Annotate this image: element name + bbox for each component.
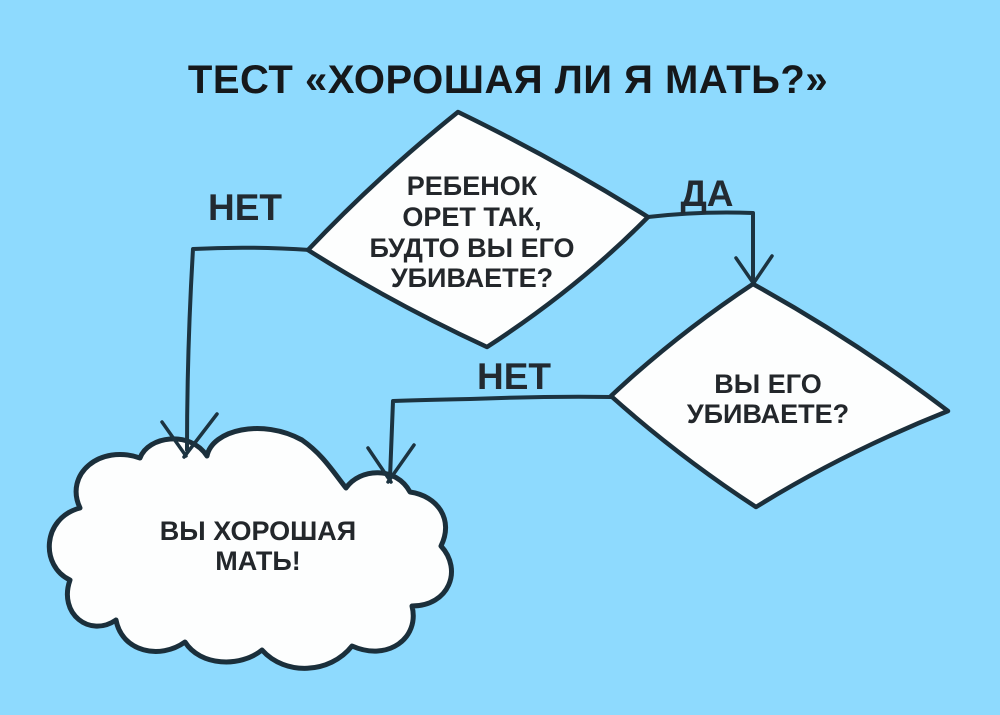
result-cloud <box>46 426 454 671</box>
question2-line2: УБИВАЕТЕ? <box>687 399 849 429</box>
label-yes: ДА <box>680 173 733 214</box>
label-no-middle: НЕТ <box>477 356 551 397</box>
result-cloud-text: ВЫ ХОРОШАЯ МАТЬ! <box>160 516 356 576</box>
arrow-no-left <box>160 245 312 459</box>
decision-node-1 <box>305 109 651 350</box>
result-line1: ВЫ ХОРОШАЯ <box>160 516 356 546</box>
decision-node-1-text: РЕБЕНОК ОРЕТ ТАК, БУДТО ВЫ ЕГО УБИВАЕТЕ? <box>369 171 574 293</box>
label-no-left: НЕТ <box>208 187 282 228</box>
question1-line1: РЕБЕНОК <box>407 171 538 201</box>
decision-node-2 <box>608 281 951 510</box>
result-line2: МАТЬ! <box>215 546 301 576</box>
question1-line2: ОРЕТ ТАК, <box>402 202 541 232</box>
question1-line4: УБИВАЕТЕ? <box>391 263 553 293</box>
arrow-no-middle <box>366 394 613 484</box>
question2-line1: ВЫ ЕГО <box>714 369 821 399</box>
page-title: ТЕСТ «ХОРОШАЯ ЛИ Я МАТЬ?» <box>188 58 828 102</box>
question1-line3: БУДТО ВЫ ЕГО <box>369 233 574 263</box>
decision-node-2-text: ВЫ ЕГО УБИВАЕТЕ? <box>687 369 849 429</box>
